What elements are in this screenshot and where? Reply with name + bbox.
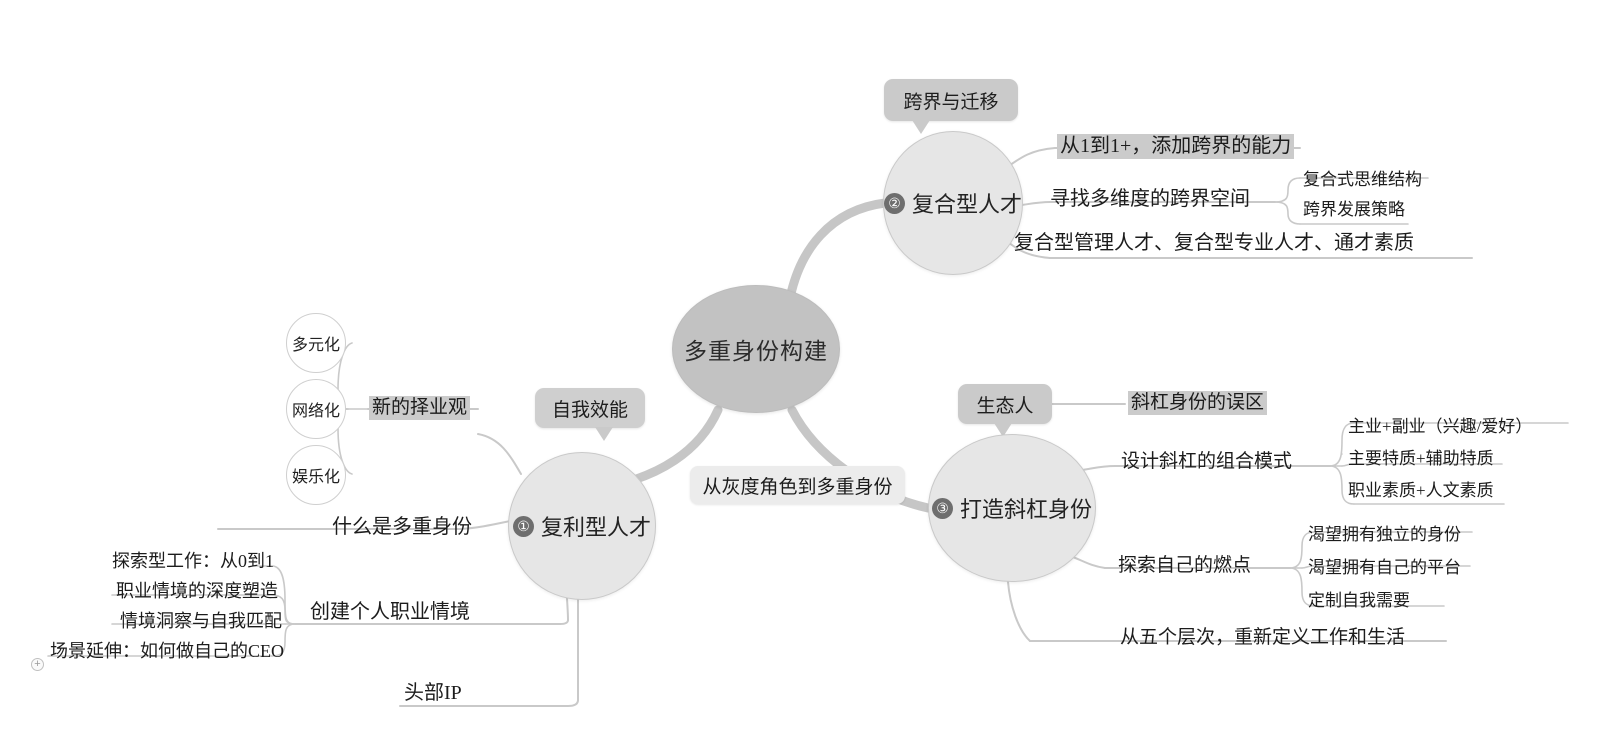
leaf-qingjing-dongcha[interactable]: 情境洞察与自我匹配 xyxy=(120,611,282,631)
callout-tail-icon xyxy=(912,120,930,134)
topic-cong-wuge-cengci[interactable]: 从五个层次，重新定义工作和生活 xyxy=(1120,627,1406,648)
branch-node-label: 打造斜杠身份 xyxy=(959,497,1092,522)
branch-number-badge: ① xyxy=(512,515,534,537)
leaf-dingzhi-ziwo-xuyao[interactable]: 定制自我需要 xyxy=(1308,591,1410,610)
callout-ziwo-xiaoneng[interactable]: 自我效能 xyxy=(535,388,645,441)
callout-kuajie-yu-qianyi[interactable]: 跨界与迁移 xyxy=(884,79,1018,134)
leaf-kewang-duli-shenfen[interactable]: 渴望拥有独立的身份 xyxy=(1308,525,1461,544)
topic-tansuo-ziji-de-randian[interactable]: 探索自己的燃点 xyxy=(1118,555,1252,576)
topic-cong1dao1jia[interactable]: 从1到1+，添加跨界的能力 xyxy=(1057,134,1295,159)
center-node[interactable]: 多重身份构建 xyxy=(672,285,840,413)
branch-node-fuhexing-rencai[interactable]: ② 复合型人才 xyxy=(883,131,1023,275)
leaf-kuajie-fazhan-celue[interactable]: 跨界发展策略 xyxy=(1303,200,1405,219)
topic-shenme-shi-duochong-shenfen[interactable]: 什么是多重身份 xyxy=(332,516,472,538)
center-side-label[interactable]: 从灰度角色到多重身份 xyxy=(690,466,905,504)
branch-number-badge: ③ xyxy=(931,497,953,519)
leaf-tansuoxing-gongzuo[interactable]: 探索型工作：从0到1 xyxy=(112,551,274,571)
topic-toubu-ip[interactable]: 头部IP xyxy=(404,682,462,704)
leaf-wangluohua[interactable]: 网络化 xyxy=(286,379,346,439)
collapse-toggle-icon[interactable]: + xyxy=(31,658,44,671)
callout-tail-icon xyxy=(595,427,613,441)
leaf-yulehua[interactable]: 娱乐化 xyxy=(286,445,346,505)
branch-number-badge: ② xyxy=(884,192,905,214)
topic-fuhexing-guanli-rencai[interactable]: 复合型管理人才、复合型专业人才、通才素质 xyxy=(1014,232,1414,254)
topic-sheji-xiegang-zuhe-moshi[interactable]: 设计斜杠的组合模式 xyxy=(1121,451,1293,472)
topic-xinde-zeyeguan[interactable]: 新的择业观 xyxy=(369,396,471,420)
topic-xunzhao-duoweidu[interactable]: 寻找多维度的跨界空间 xyxy=(1050,188,1250,210)
leaf-fuheshi-siwei-jiegou[interactable]: 复合式思维结构 xyxy=(1303,170,1422,189)
branch-node-fulixing-rencai[interactable]: ① 复利型人才 xyxy=(508,452,656,600)
center-node-label: 多重身份构建 xyxy=(684,339,828,364)
leaf-zhuyao-tezhi[interactable]: 主要特质+辅助特质 xyxy=(1348,449,1494,468)
leaf-zhuye-fuye[interactable]: 主业+副业（兴趣/爱好） xyxy=(1348,417,1533,436)
leaf-kewang-ziji-pingtai[interactable]: 渴望拥有自己的平台 xyxy=(1308,558,1461,577)
leaf-zhiye-qingjing-suzao[interactable]: 职业情境的深度塑造 xyxy=(116,581,278,601)
branch-node-label: 复合型人才 xyxy=(912,192,1023,217)
callout-shengtairen[interactable]: 生态人 xyxy=(958,384,1052,437)
leaf-changjing-yanshen-ceo[interactable]: 场景延伸：如何做自己的CEO xyxy=(50,641,284,661)
callout-tail-icon xyxy=(994,423,1012,437)
branch-node-dazao-xiegang-shenfen[interactable]: ③ 打造斜杠身份 xyxy=(928,434,1096,582)
topic-xiegang-shenfen-wuqu[interactable]: 斜杠身份的误区 xyxy=(1128,391,1268,415)
leaf-zhiye-suzhi[interactable]: 职业素质+人文素质 xyxy=(1348,481,1494,500)
topic-chuangjian-geren-zhiye-qingjing[interactable]: 创建个人职业情境 xyxy=(310,601,470,623)
leaf-duoyuanhua[interactable]: 多元化 xyxy=(286,313,346,373)
branch-node-label: 复利型人才 xyxy=(540,515,651,540)
